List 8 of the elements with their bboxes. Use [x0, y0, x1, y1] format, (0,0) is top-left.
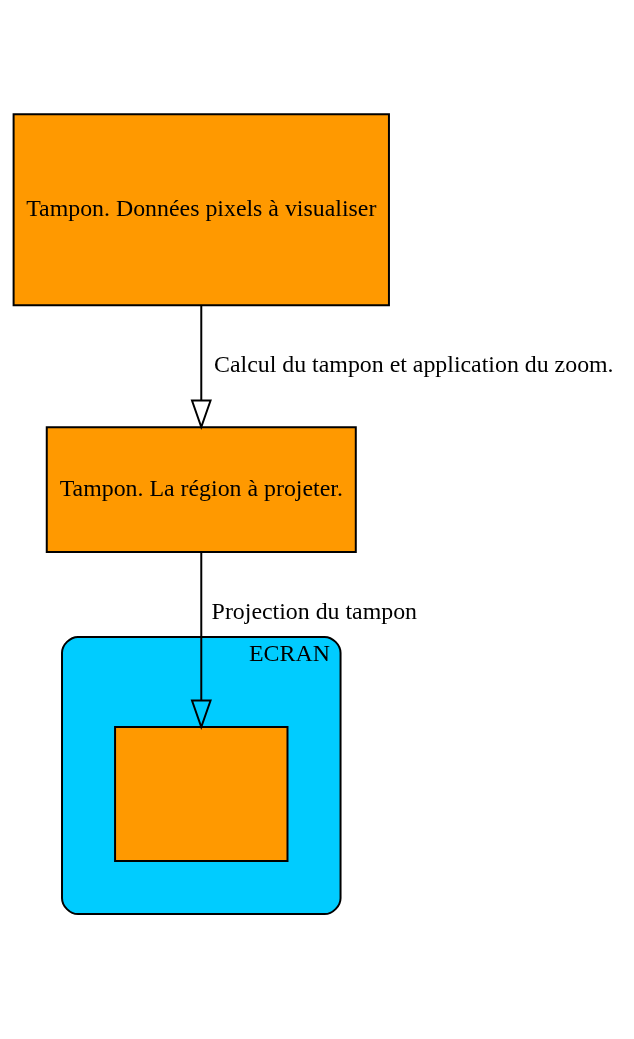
- node-box: [114, 726, 289, 863]
- node-box: Tampon. Données pixels à visualiser: [12, 113, 390, 307]
- edge-label: Projection du tampon: [211, 597, 418, 624]
- arrow: [190, 304, 212, 430]
- node-box: Tampon. La région à projeter.: [45, 426, 357, 553]
- edge-label: Calcul du tampon et application du zoom.: [214, 351, 614, 378]
- cluster: ECRAN: [61, 635, 342, 916]
- arrow: [190, 551, 212, 731]
